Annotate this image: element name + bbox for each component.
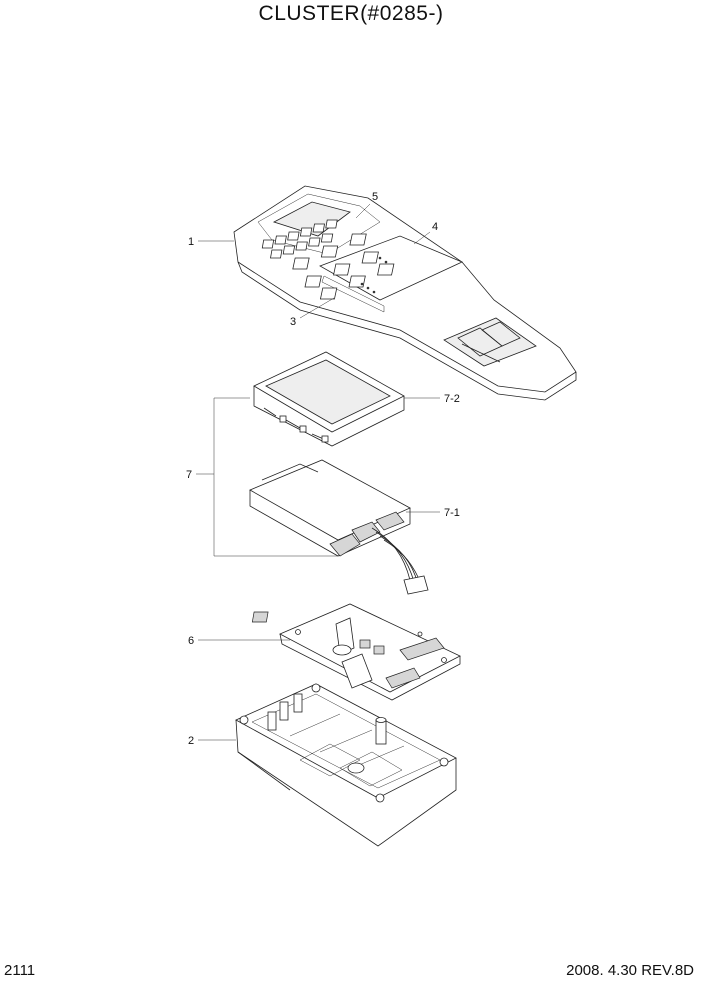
callout-1: 1 (188, 236, 194, 248)
page-number: 2111 (4, 962, 36, 979)
keypad-upper (261, 219, 338, 259)
callout-6: 6 (188, 635, 194, 647)
callout-4: 4 (432, 221, 438, 233)
callout-7: 7 (186, 469, 192, 481)
part-7-2-lcd-frame (253, 351, 405, 447)
callout-7-1: 7-1 (444, 507, 460, 519)
part-1-upper-cover (233, 185, 577, 401)
revision-date: 2008. 4.30 REV.8D (566, 962, 694, 979)
part-7-1-lcd-module (249, 459, 429, 595)
callout-5: 5 (372, 191, 378, 203)
callout-7-2: 7-2 (444, 393, 460, 405)
page-title: CLUSTER(#0285-) (258, 2, 444, 25)
leader-lines (196, 203, 440, 741)
callout-2: 2 (188, 735, 194, 747)
part-6-circuit-board (251, 603, 461, 701)
part-2-lower-case (235, 683, 457, 847)
callout-3: 3 (290, 316, 296, 328)
